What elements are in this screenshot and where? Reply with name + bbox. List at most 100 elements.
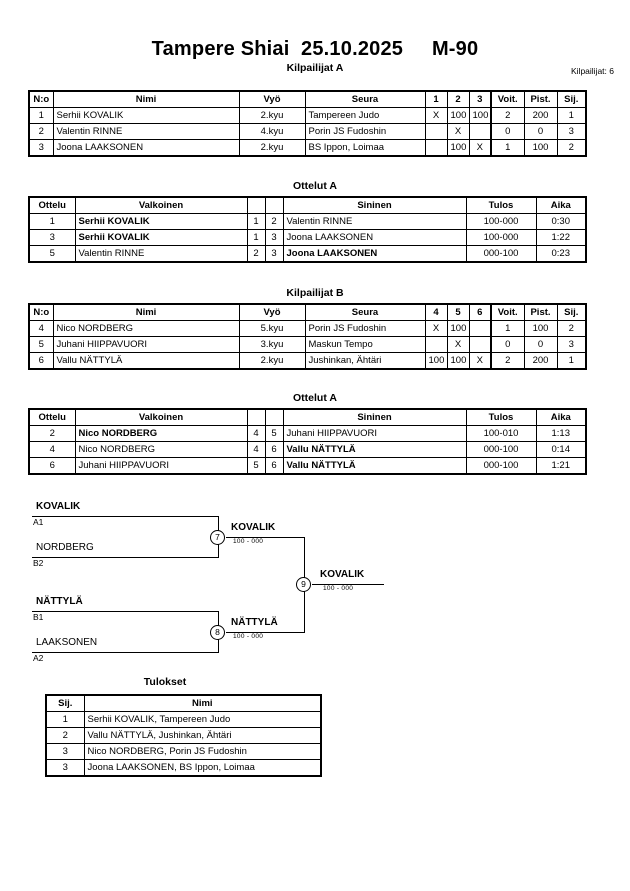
col-belt: Vyö: [238, 303, 306, 321]
cell-white-no: 1: [246, 229, 266, 246]
col-match: Ottelu: [28, 196, 76, 214]
cell-rank: 3: [556, 336, 587, 353]
col-name: Nimi: [52, 90, 240, 108]
cell-name: Joona LAAKSONEN: [52, 139, 240, 157]
cell-points: 100: [523, 320, 558, 337]
cell-no: 5: [28, 336, 54, 353]
table-row: 4 Nico NORDBERG 5.kyu Porin JS Fudoshin …: [28, 320, 587, 337]
cell-rank: 1: [45, 711, 85, 728]
bracket-final-winner: KOVALIK: [320, 569, 365, 580]
matches-b-table-wrap: Ottelu Valkoinen Sininen Tulos Aika 2 Ni…: [28, 408, 587, 475]
cell-white: Serhii KOVALIK: [74, 229, 248, 246]
bracket-line-slot-2: [32, 557, 218, 558]
cell-vs-4: 100: [424, 352, 448, 370]
cell-points: 200: [523, 107, 558, 124]
cell-belt: 2.kyu: [238, 352, 306, 370]
cell-blue-no: 6: [264, 457, 284, 475]
cell-vs-4: [424, 336, 448, 353]
cell-white-no: 2: [246, 245, 266, 263]
cell-points: 200: [523, 352, 558, 370]
cell-name: Nico NORDBERG, Porin JS Fudoshin: [83, 743, 322, 760]
cell-vs-2: 100: [446, 107, 470, 124]
cell-result: 100-000: [465, 213, 537, 230]
col-blue-no: [264, 196, 284, 214]
bracket-line-slot-3: [32, 611, 218, 612]
cell-white-no: 1: [246, 213, 266, 230]
cell-vs-2: 100: [446, 139, 470, 157]
table-row: 5 Valentin RINNE 2 3 Joona LAAKSONEN 000…: [28, 245, 587, 263]
cell-white-no: 4: [246, 441, 266, 458]
cell-no: 4: [28, 320, 54, 337]
cell-blue-no: 5: [264, 425, 284, 442]
col-blue: Sininen: [282, 196, 467, 214]
cell-blue-no: 2: [264, 213, 284, 230]
cell-wins: 0: [490, 123, 525, 140]
cell-club: Maskun Tempo: [304, 336, 426, 353]
cell-rank: 2: [556, 320, 587, 337]
cell-rank: 3: [45, 743, 85, 760]
col-wins: Voit.: [490, 303, 525, 321]
table-row: 3 Joona LAAKSONEN 2.kyu BS Ippon, Loimaa…: [28, 139, 587, 157]
cell-name: Serhii KOVALIK: [52, 107, 240, 124]
table-row: 2 Valentin RINNE 4.kyu Porin JS Fudoshin…: [28, 123, 587, 140]
col-vs-6: 6: [468, 303, 492, 321]
col-points: Pist.: [523, 90, 558, 108]
col-white: Valkoinen: [74, 196, 248, 214]
cell-white-no: 5: [246, 457, 266, 475]
col-white: Valkoinen: [74, 408, 248, 426]
col-result: Tulos: [465, 408, 537, 426]
bracket-sf2-winner: NÄTTYLÄ: [231, 617, 278, 628]
col-club: Seura: [304, 90, 426, 108]
cell-white: Nico NORDBERG: [74, 441, 248, 458]
table-row: 5 Juhani HIIPPAVUORI 3.kyu Maskun Tempo …: [28, 336, 587, 353]
bracket-slot-name-3: NÄTTYLÄ: [36, 596, 83, 607]
cell-vs-2: X: [446, 123, 470, 140]
table-row: 3 Nico NORDBERG, Porin JS Fudoshin: [45, 743, 322, 760]
cell-blue: Joona LAAKSONEN: [282, 245, 467, 263]
col-name: Nimi: [52, 303, 240, 321]
cell-vs-1: [424, 123, 448, 140]
bracket-final-score: 100 - 000: [323, 585, 354, 592]
matches-b-heading: Ottelut A: [293, 392, 337, 404]
cell-belt: 5.kyu: [238, 320, 306, 337]
table-row: 1 Serhii KOVALIK 1 2 Valentin RINNE 100-…: [28, 213, 587, 230]
cell-no: 3: [28, 139, 54, 157]
cell-no: 2: [28, 123, 54, 140]
table-row: 1 Serhii KOVALIK 2.kyu Tampereen Judo X …: [28, 107, 587, 124]
page-title: Tampere Shiai 25.10.2025 M-90: [0, 38, 630, 61]
cell-match: 2: [28, 425, 76, 442]
cell-belt: 4.kyu: [238, 123, 306, 140]
cell-vs-1: [424, 139, 448, 157]
cell-name: Joona LAAKSONEN, BS Ippon, Loimaa: [83, 759, 322, 777]
col-no: N:o: [28, 303, 54, 321]
matches-a-table: Ottelu Valkoinen Sininen Tulos Aika 1 Se…: [28, 196, 587, 263]
cell-result: 000-100: [465, 245, 537, 263]
col-rank: Sij.: [556, 303, 587, 321]
col-time: Aika: [535, 196, 587, 214]
bracket-sf1-score: 100 - 000: [233, 538, 264, 545]
bracket-match-number-7: 7: [210, 530, 225, 545]
cell-vs-6: [468, 336, 492, 353]
bracket-line-sf2: [226, 632, 304, 633]
cell-points: 100: [523, 139, 558, 157]
col-belt: Vyö: [238, 90, 306, 108]
cell-blue: Valentin RINNE: [282, 213, 467, 230]
cell-vs-5: X: [446, 336, 470, 353]
col-rank: Sij.: [45, 694, 85, 712]
pool-a-header-row: N:o Nimi Vyö Seura 1 2 3 Voit. Pist. Sij…: [28, 90, 587, 108]
cell-points: 0: [523, 336, 558, 353]
cell-vs-4: X: [424, 320, 448, 337]
cell-blue: Joona LAAKSONEN: [282, 229, 467, 246]
col-club: Seura: [304, 303, 426, 321]
cell-blue: Vallu NÄTTYLÄ: [282, 441, 467, 458]
results-table-wrap: Sij. Nimi 1 Serhii KOVALIK, Tampereen Ju…: [45, 694, 322, 777]
table-row: 3 Serhii KOVALIK 1 3 Joona LAAKSONEN 100…: [28, 229, 587, 246]
table-row: 1 Serhii KOVALIK, Tampereen Judo: [45, 711, 322, 728]
cell-blue-no: 3: [264, 245, 284, 263]
cell-match: 5: [28, 245, 76, 263]
cell-blue-no: 3: [264, 229, 284, 246]
cell-wins: 1: [490, 139, 525, 157]
cell-result: 100-000: [465, 229, 537, 246]
cell-club: BS Ippon, Loimaa: [304, 139, 426, 157]
cell-vs-5: 100: [446, 320, 470, 337]
